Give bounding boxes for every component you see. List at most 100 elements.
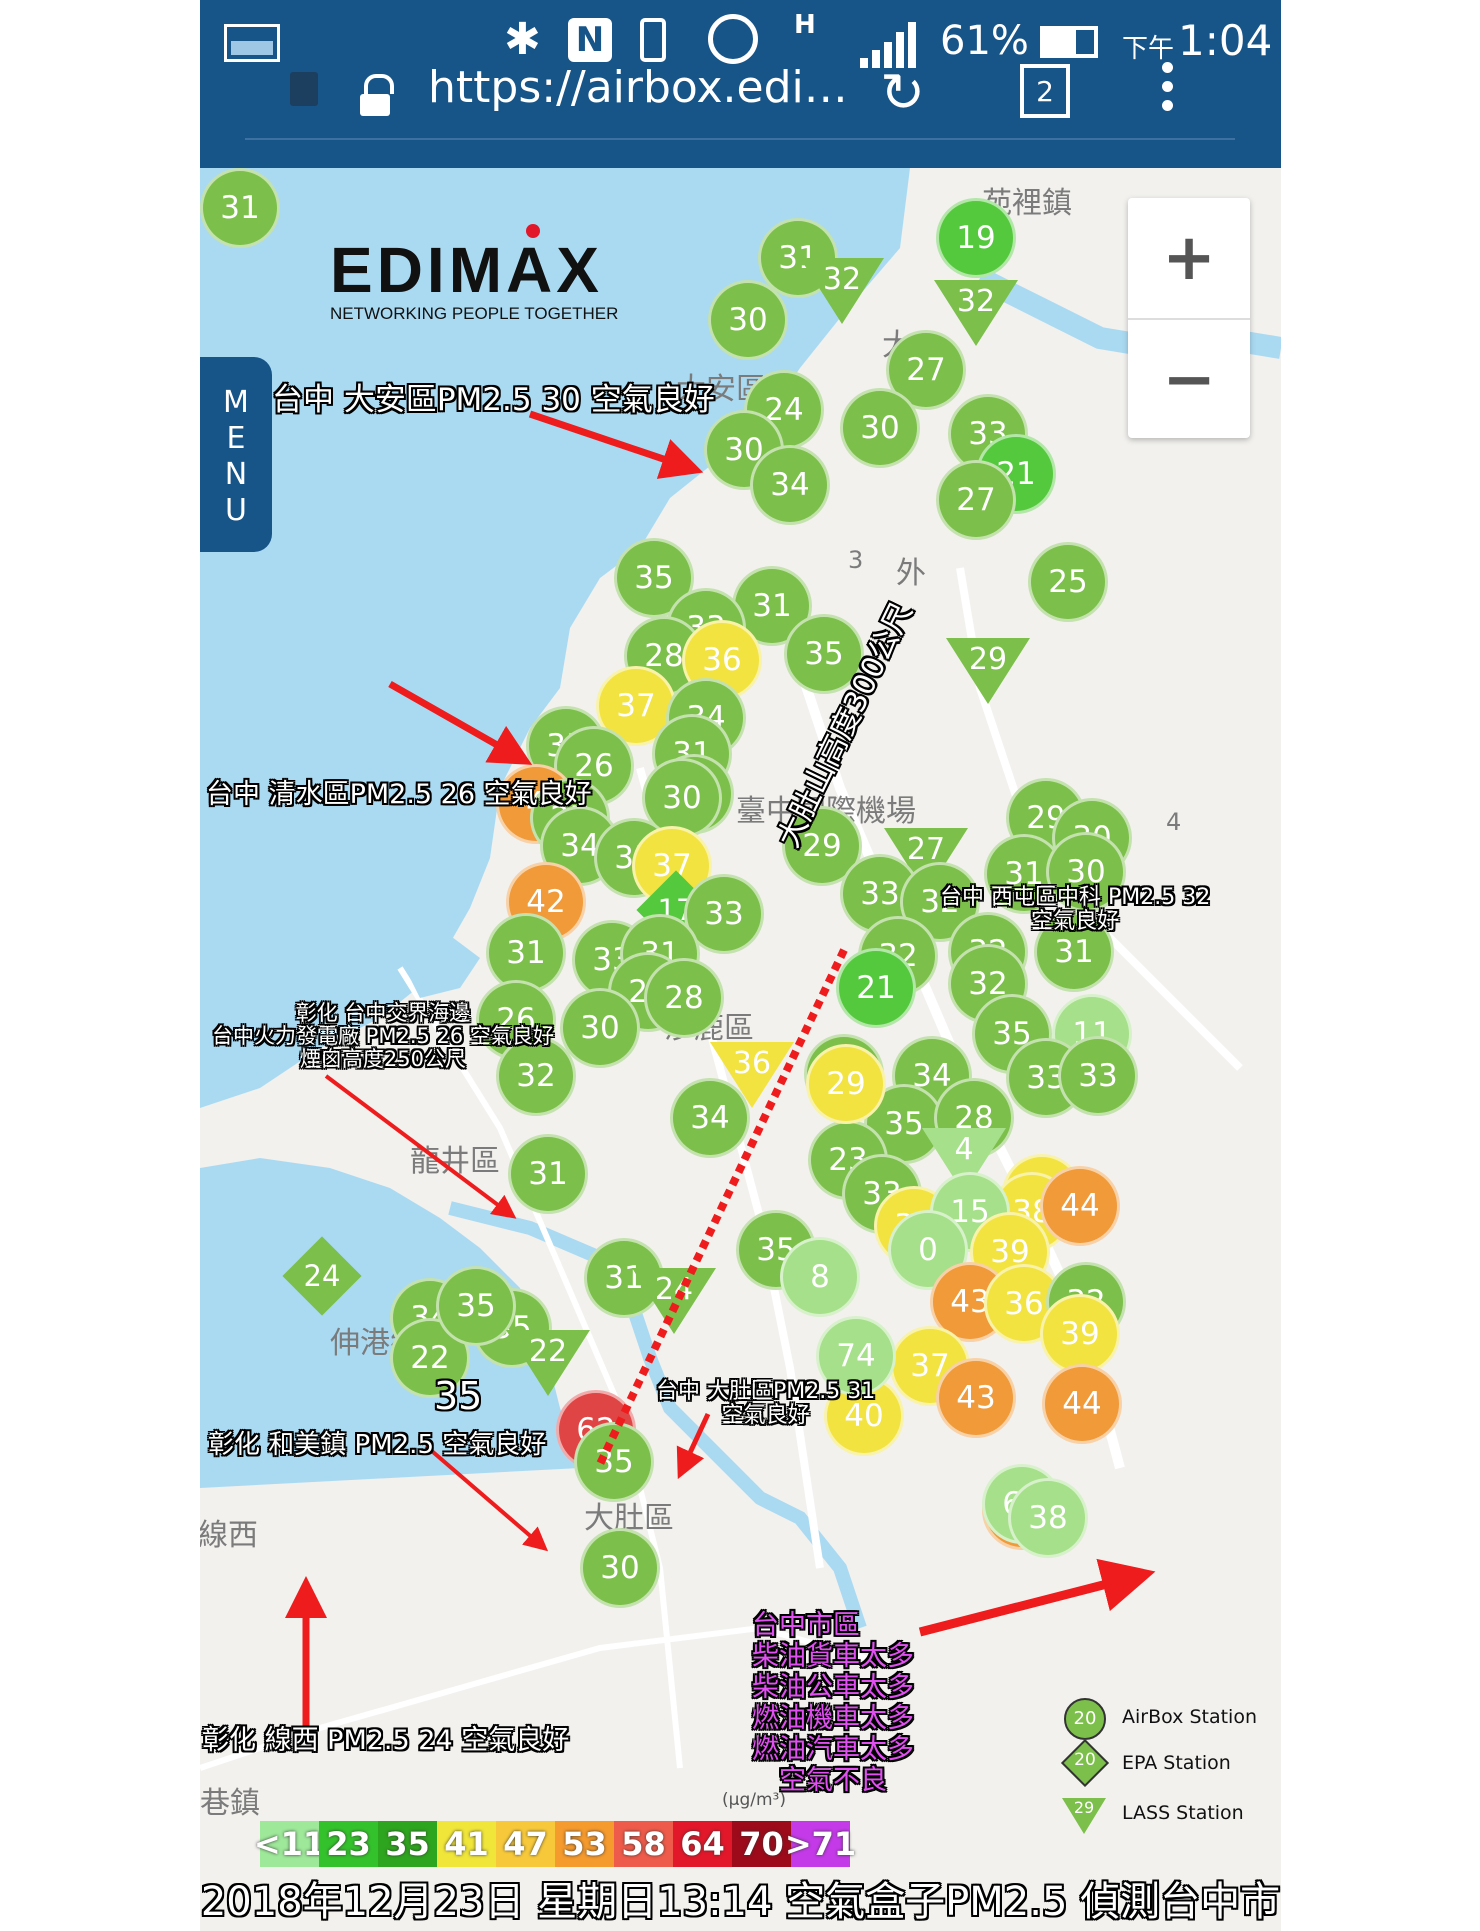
county-road-4-marker: 4 — [1166, 808, 1182, 836]
zoom-in-button[interactable]: + — [1128, 198, 1250, 320]
browser-header: ✱ N H 61% 下午 1:04 https://airbox.edi… ↻ … — [200, 0, 1281, 168]
scale-swatch: 53 — [555, 1821, 614, 1867]
airbox-station-marker[interactable]: 44 — [1040, 1166, 1120, 1246]
scale-swatch: 70 — [732, 1821, 791, 1867]
scale-swatch: <11 — [254, 1821, 325, 1867]
edimax-dot — [526, 224, 540, 238]
annotation-xitun-line1: 台中 西屯區中科 PM2.5 32 — [940, 885, 1211, 910]
bookmark-icon[interactable] — [290, 72, 318, 106]
arrow-city — [918, 1558, 1156, 1637]
lass-station-marker[interactable]: 24 — [632, 1268, 716, 1334]
airbox-station-marker[interactable]: 25 — [1028, 542, 1108, 622]
annotation-xitun-line2: 空氣良好 — [1031, 909, 1120, 934]
airbox-station-marker[interactable]: 30 — [840, 388, 920, 468]
airbox-station-marker[interactable]: 30 — [560, 988, 640, 1068]
coast-port — [390, 928, 480, 998]
annotation-city-line3: 柴油公車太多 — [752, 1672, 914, 1703]
annotation-arrows — [285, 410, 1156, 1728]
arrow-qingshui — [388, 680, 533, 765]
scale-swatch: 41 — [437, 1821, 496, 1867]
lock-icon — [360, 74, 394, 116]
edimax-logo: EDIMAX NETWORKING PEOPLE TOGETHER — [330, 224, 660, 324]
annotation-power-line3: 煙囪高度250公尺 — [299, 1047, 467, 1071]
lass-station-value: 22 — [528, 1334, 568, 1369]
scale-swatch: 64 — [673, 1821, 732, 1867]
airbox-station-marker[interactable]: 21 — [836, 948, 916, 1028]
lass-station-marker[interactable]: 32 — [800, 258, 884, 324]
scale-swatch: >71 — [785, 1821, 856, 1867]
lass-station-value: 24 — [654, 1272, 694, 1307]
annotation-dadu-line2: 空氣良好 — [721, 1403, 810, 1428]
lass-station-value: 32 — [956, 284, 996, 319]
airbox-station-marker[interactable]: 34 — [670, 1078, 750, 1158]
url-text[interactable]: https://airbox.edi… — [428, 62, 848, 113]
nfc-icon: N — [568, 18, 612, 62]
lass-station-marker[interactable]: 22 — [506, 1330, 590, 1396]
station-legend: 20 AirBox Station 20 EPA Station 29 LASS… — [1060, 1698, 1280, 1848]
airbox-station-marker[interactable]: 39 — [1040, 1294, 1120, 1374]
airbox-station-marker[interactable]: 35 — [784, 614, 864, 694]
annotation-power-line1: 彰化 台中交界海邊 — [295, 1001, 471, 1025]
annotation-daan: 台中 大安區PM2.5 30 空氣良好 — [272, 382, 715, 418]
airbox-station-marker[interactable]: 31 — [200, 168, 280, 248]
airbox-station-marker[interactable]: 35 — [614, 538, 694, 618]
legend-lass-value: 29 — [1073, 1798, 1095, 1817]
airbox-station-marker[interactable]: 43 — [936, 1358, 1016, 1438]
menu-letter: M — [223, 385, 249, 420]
airbox-station-marker[interactable]: 31 — [486, 913, 566, 993]
airbox-station-marker[interactable]: 30 — [1046, 832, 1126, 912]
lass-station-value: 32 — [822, 262, 862, 297]
tab-count: 2 — [1036, 74, 1054, 108]
airbox-station-marker[interactable]: 30 — [708, 280, 788, 360]
menu-letter: N — [224, 457, 248, 492]
airbox-station-marker[interactable]: 35 — [436, 1266, 516, 1346]
battery-icon — [1040, 26, 1098, 58]
annotation-city: 台中市區 柴油貨車太多 柴油公車太多 燃油機車太多 燃油汽車太多 空氣不良 — [752, 1610, 914, 1796]
airbox-station-marker[interactable]: 32 — [496, 1036, 576, 1116]
scale-swatch: 23 — [319, 1821, 378, 1867]
annotation-city-line5: 燃油汽車太多 — [752, 1734, 914, 1765]
airbox-station-marker[interactable]: 19 — [936, 198, 1016, 278]
annotation-hemei: 彰化 和美鎮 PM2.5 空氣良好 — [208, 1430, 547, 1460]
legend-epa-value: 20 — [1074, 1750, 1096, 1770]
lass-station-value: 36 — [732, 1046, 772, 1081]
airbox-station-marker[interactable]: 44 — [1042, 1364, 1122, 1444]
legend-airbox-marker: 20 — [1064, 1698, 1106, 1740]
annotation-xianxi: 彰化 線西 PM2.5 24 空氣良好 — [202, 1725, 570, 1756]
annotation-power-plant: 彰化 台中交界海邊 台中火力發電廠 PM2.5 26 空氣良好 煙囪高度250公… — [212, 1002, 554, 1071]
pm25-map[interactable]: 苑裡鎮 大安區 大 外 臺中國際機場 沙鹿區 龍井區 伸港鄉 大肚區 線西 巷鎮… — [200, 168, 1281, 1931]
airbox-station-marker[interactable]: 31 — [508, 1134, 588, 1214]
airbox-station-marker[interactable]: 38 — [1008, 1478, 1088, 1558]
airbox-station-marker[interactable]: 29 — [806, 1044, 886, 1124]
scale-swatch: 58 — [614, 1821, 673, 1867]
airbox-station-marker[interactable]: 30 — [580, 1528, 660, 1608]
reload-icon[interactable]: ↻ — [880, 61, 926, 124]
airbox-station-marker[interactable]: 74 — [816, 1316, 896, 1396]
annotation-city-line2: 柴油貨車太多 — [752, 1641, 914, 1672]
annotation-dadu: 台中 大肚區PM2.5 31 空氣良好 — [656, 1380, 875, 1428]
menu-letter: E — [226, 421, 246, 456]
airbox-station-marker[interactable]: 8 — [780, 1237, 860, 1317]
airbox-station-marker[interactable]: 33 — [1058, 1036, 1138, 1116]
lass-station-marker[interactable]: 29 — [946, 638, 1030, 704]
photo-caption: 2018年12月23日 星期日13:14 空氣盒子PM2.5 偵測台中市 — [200, 1879, 1281, 1925]
place-xiang: 巷鎮 — [200, 1786, 260, 1821]
airbox-station-marker[interactable]: 31 — [1034, 912, 1114, 992]
airbox-station-marker[interactable]: 27 — [936, 460, 1016, 540]
dadu-ridge-line — [596, 948, 848, 1466]
annotation-power-line2: 台中火力發電廠 PM2.5 26 空氣良好 — [212, 1024, 554, 1048]
overflow-menu-icon[interactable] — [1162, 62, 1174, 111]
annotation-city-line6: 空氣不良 — [779, 1765, 887, 1796]
menu-letter: U — [225, 493, 247, 528]
airbox-station-marker[interactable]: 34 — [750, 445, 830, 525]
airbox-station-marker[interactable]: 28 — [644, 958, 724, 1038]
zoom-out-button[interactable]: − — [1162, 343, 1216, 417]
annotation-xitun: 台中 西屯區中科 PM2.5 32 空氣良好 — [940, 886, 1210, 934]
bluetooth-icon: ✱ — [504, 14, 541, 65]
lass-station-marker[interactable]: 32 — [934, 280, 1018, 346]
signal-icon — [860, 22, 920, 68]
tab-switcher-button[interactable]: 2 — [1020, 64, 1070, 118]
lass-station-value: 4 — [954, 1132, 974, 1167]
